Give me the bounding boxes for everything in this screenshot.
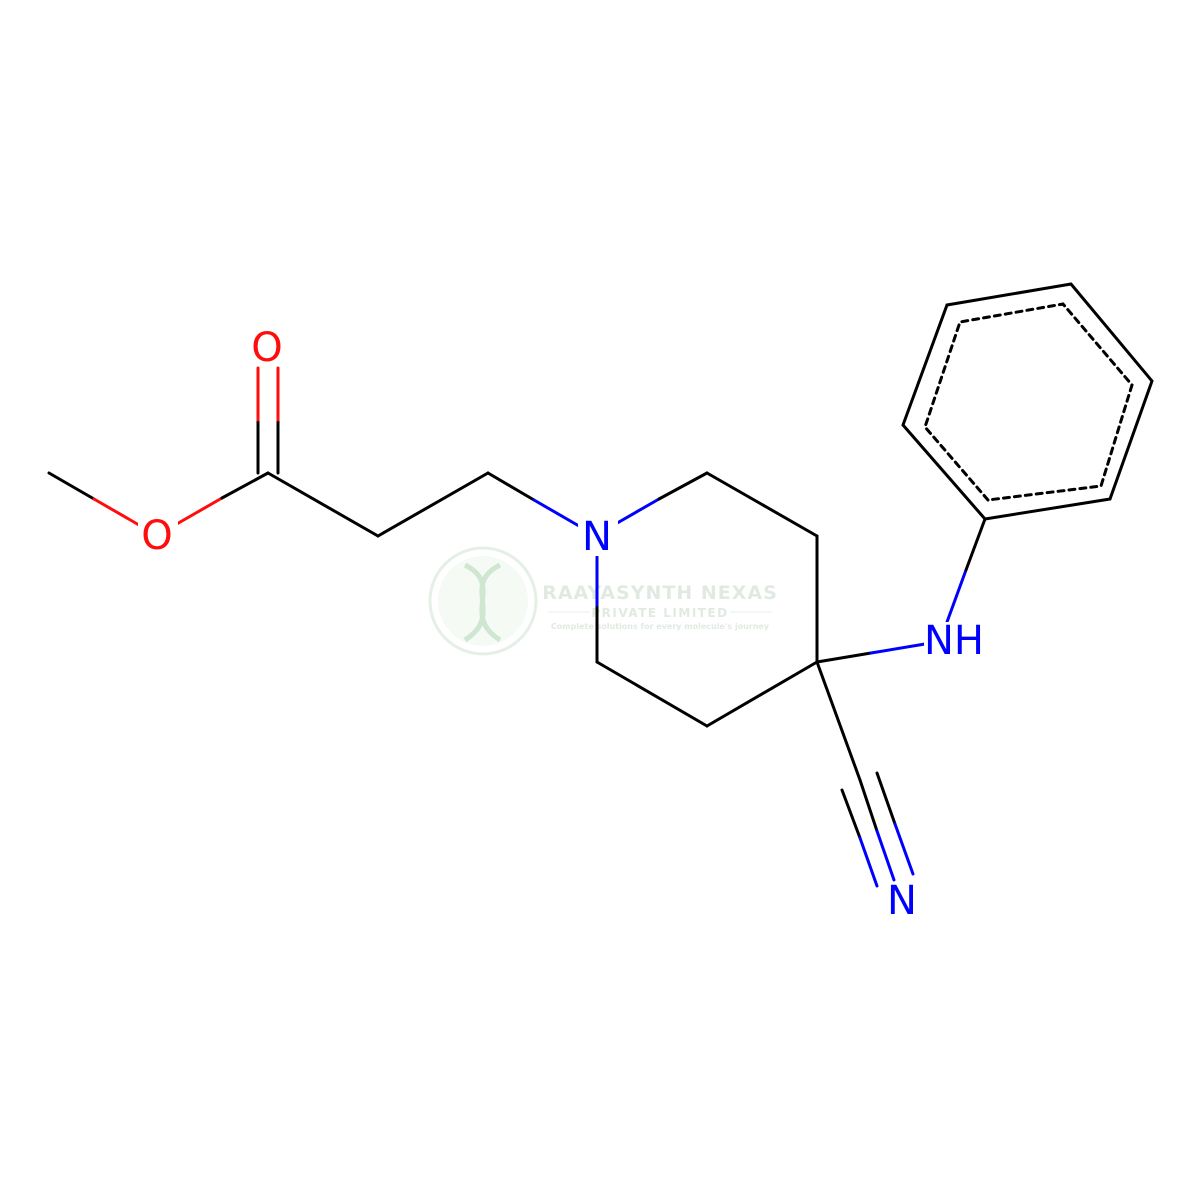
bond-carbonyl-ch2 xyxy=(266,471,380,538)
bond-oxygen-carbonyl-red xyxy=(173,496,224,527)
ring-nitrogen-bg xyxy=(578,518,618,556)
bond-nh-phenyl-blue xyxy=(945,568,968,624)
bond-methyl-oxygen xyxy=(47,471,96,501)
bond-nitrile-triple-1-blue xyxy=(858,836,879,888)
nitrile-nitrogen-bg xyxy=(884,882,920,920)
watermark-logo xyxy=(428,546,538,656)
ester-oxygen-bg xyxy=(138,518,178,554)
watermark-title: RAAYASYNTH NEXAS xyxy=(542,582,778,604)
bond-c4-nitrile-c xyxy=(815,660,862,782)
bond-n-ring-c2 xyxy=(657,471,709,501)
bond-c4-nh-blue xyxy=(869,642,927,655)
ester-oxygen-label: O xyxy=(141,513,172,559)
bond-nitrile-triple-2-blue xyxy=(875,829,896,882)
bond-oxygen-carbonyl xyxy=(220,471,270,500)
carbonyl-oxygen-bg xyxy=(248,330,288,366)
bond-nitrile-triple-3-blue xyxy=(893,822,915,876)
company-watermark: RAAYASYNTH NEXAS PRIVATE LIMITED Complet… xyxy=(428,546,778,656)
nitrile-nitrogen-label: N xyxy=(887,878,917,924)
ring-nitrogen-label: N xyxy=(582,514,612,560)
bond-ch2-ch2 xyxy=(376,471,490,538)
bond-nitrile-triple-3 xyxy=(875,771,897,826)
watermark-subtitle: PRIVATE LIMITED xyxy=(591,606,728,620)
amine-nh-label: NH xyxy=(924,618,984,664)
carbonyl-oxygen-label: O xyxy=(251,325,282,371)
watermark-tagline: Complete solutions for every molecule's … xyxy=(551,622,770,631)
bond-ring-c4-c5 xyxy=(705,660,819,728)
bond-nitrile-triple-1 xyxy=(840,788,862,840)
watermark-dna-icon xyxy=(463,562,502,643)
bond-ring-c5-c6 xyxy=(595,660,709,728)
bonds xyxy=(47,282,1154,888)
atom-labels: O O N NH N xyxy=(141,325,984,924)
phenyl-aromatic-circle xyxy=(923,302,1134,502)
atom-label-backgrounds xyxy=(138,330,984,920)
amine-nh-bg xyxy=(924,622,984,660)
bond-methyl-oxygen-red xyxy=(92,497,141,527)
bond-n-ring-c2-blue xyxy=(610,497,661,528)
bond-ch2-n-blue xyxy=(532,498,581,528)
bond-nh-phenyl xyxy=(964,517,987,572)
phenyl-ring xyxy=(901,282,1154,521)
bond-ch2-n xyxy=(486,471,536,502)
bond-nitrile-triple-2 xyxy=(858,778,879,833)
bond-c4-nh xyxy=(815,651,873,664)
bond-ring-c2-c3 xyxy=(705,471,819,538)
